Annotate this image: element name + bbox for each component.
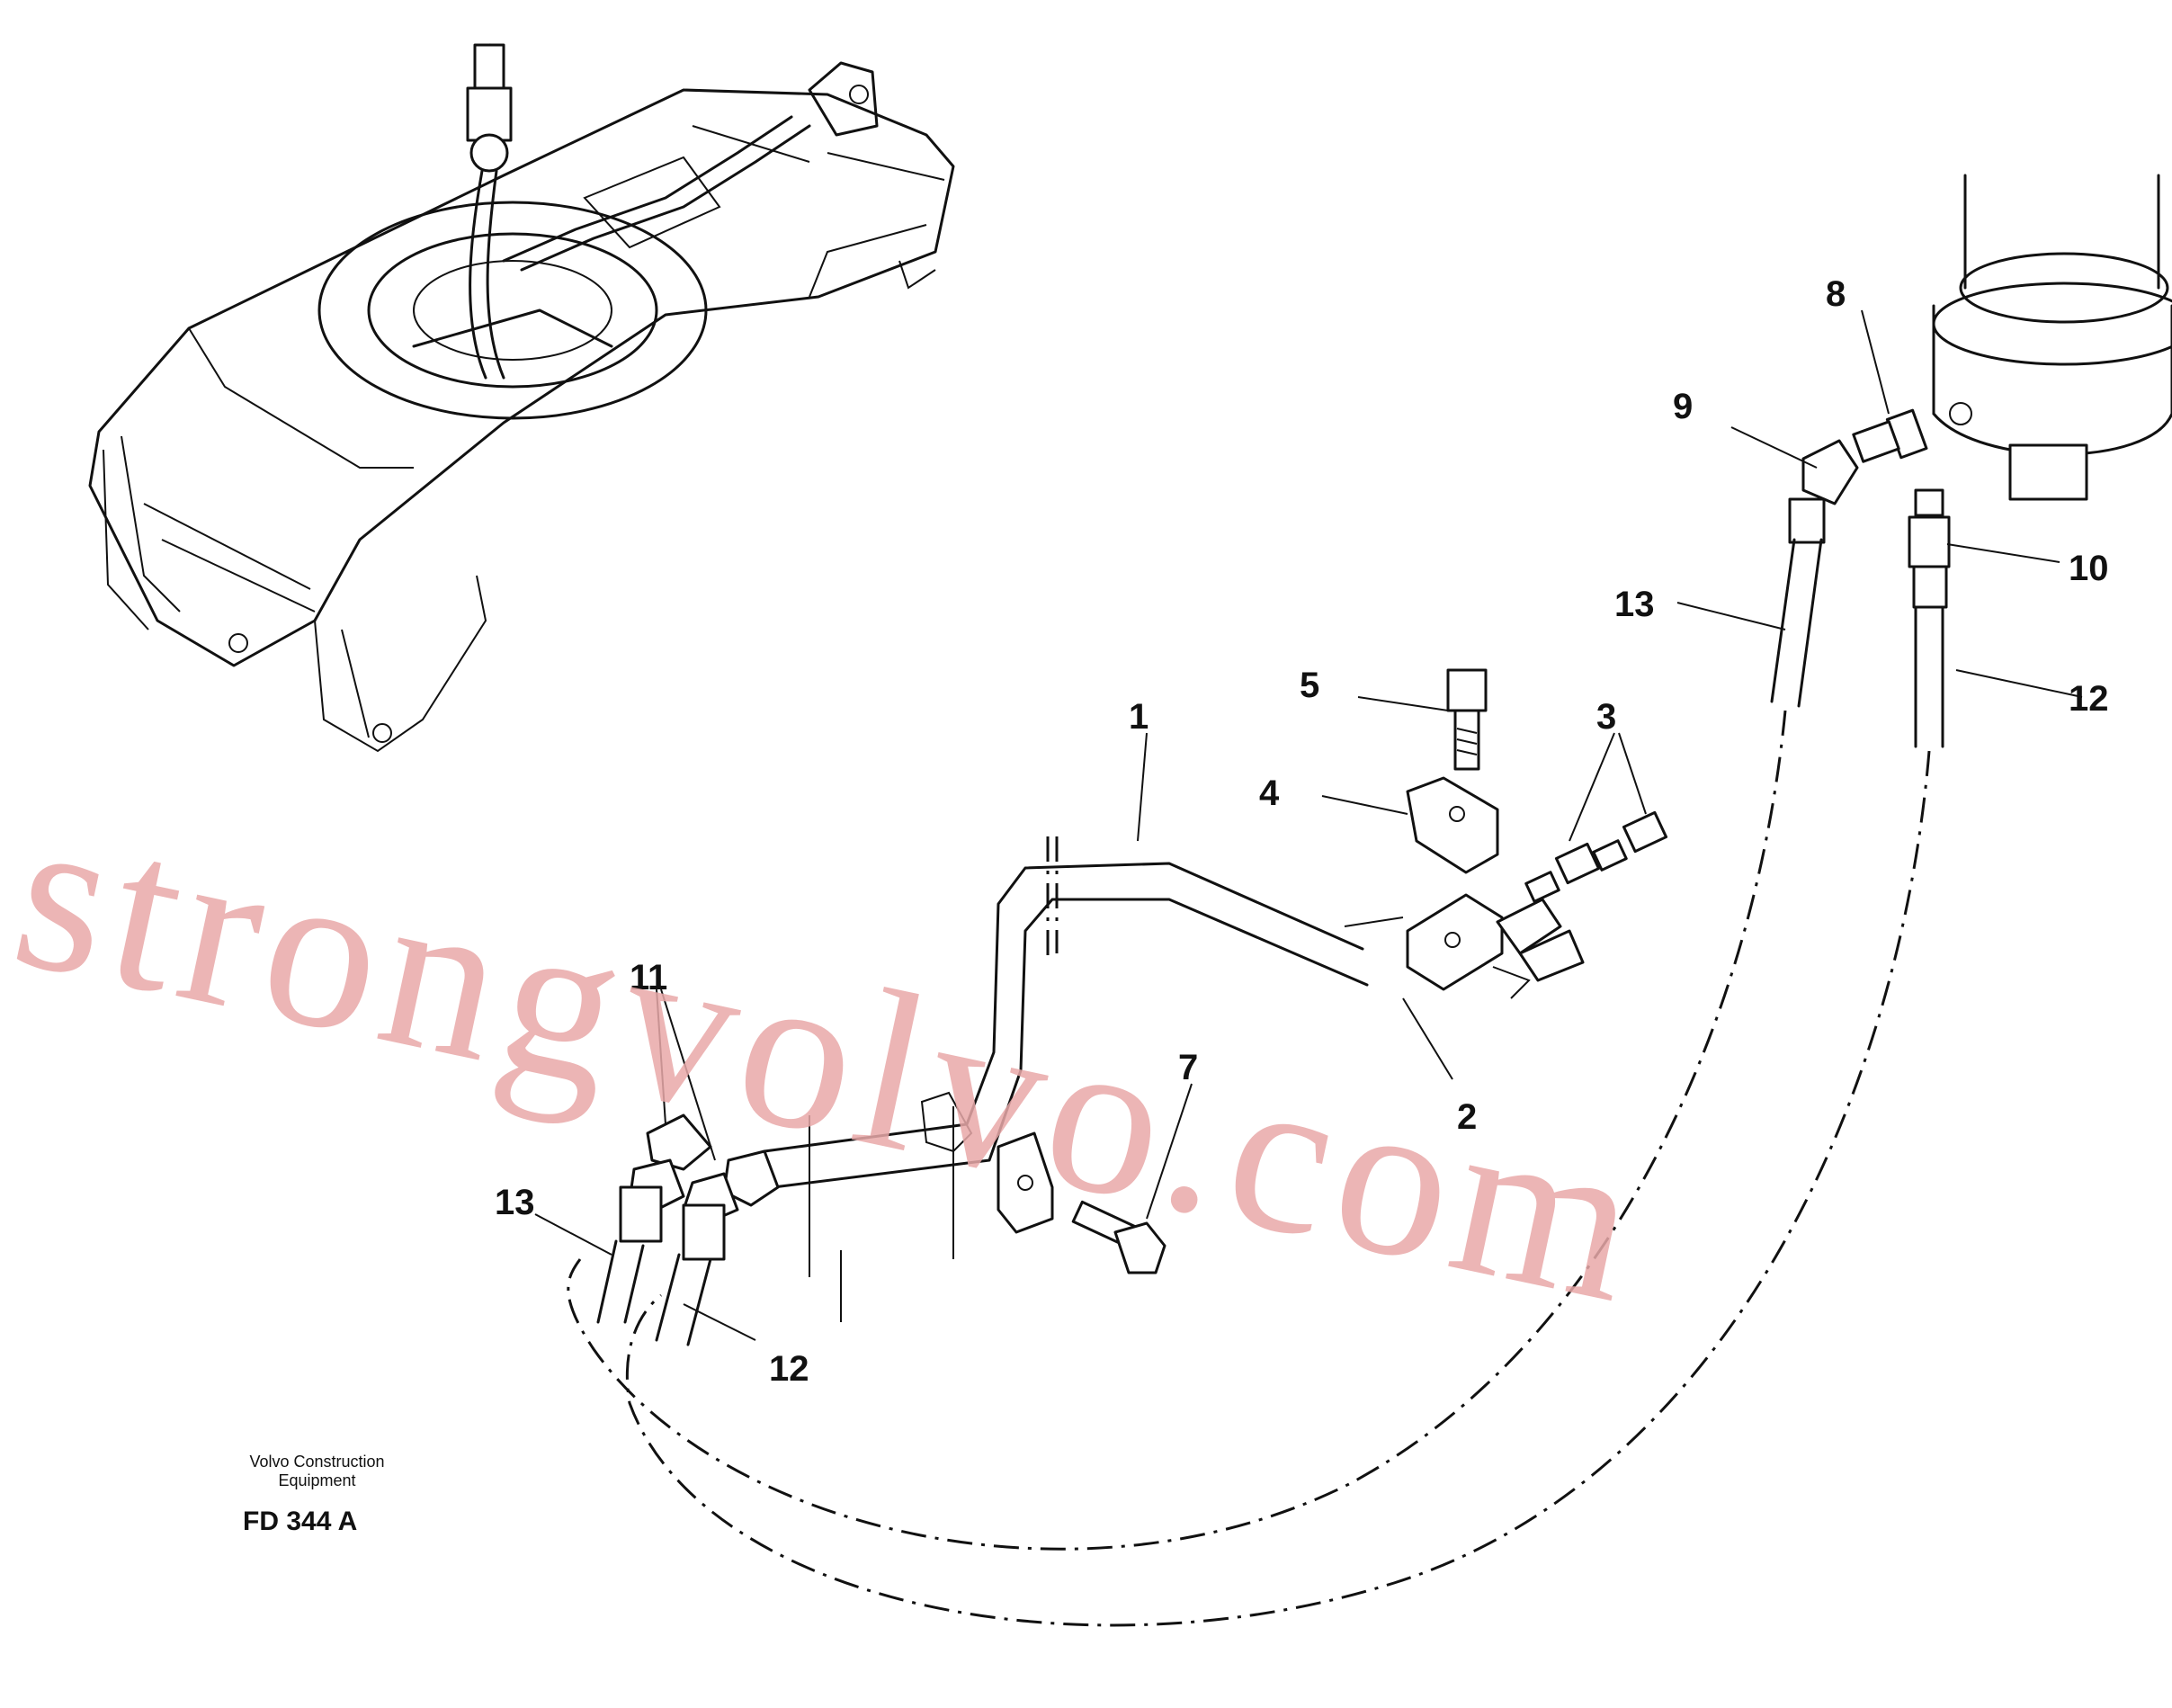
callout-3: 3 <box>1596 697 1617 737</box>
upper-frame-illustration <box>88 43 955 753</box>
tube-assembly <box>763 836 1369 1189</box>
cylinder-fittings <box>1788 408 1951 609</box>
callout-2: 2 <box>1457 1097 1478 1137</box>
callout-1: 1 <box>1129 697 1149 737</box>
brand-line-2: Equipment <box>278 1471 356 1489</box>
callout-8: 8 <box>1826 274 1846 314</box>
callout-5: 5 <box>1300 666 1320 705</box>
hoses-upper <box>567 538 1944 1627</box>
callout-11: 11 <box>630 958 668 997</box>
callout-12-lower: 12 <box>769 1349 809 1389</box>
callout-leader-lines <box>534 309 2083 1341</box>
hoses-lower <box>596 1106 954 1346</box>
callout-9: 9 <box>1673 387 1694 426</box>
brand-line-1: Volvo Construction <box>249 1453 385 1471</box>
callout-7: 7 <box>1178 1048 1199 1087</box>
callout-13-upper: 13 <box>1614 585 1655 624</box>
hydraulic-cylinder <box>1932 174 2172 501</box>
callout-12-upper: 12 <box>2069 679 2109 719</box>
callout-10: 10 <box>2069 549 2109 588</box>
figure-code: FD 344 A <box>243 1507 358 1536</box>
callout-4: 4 <box>1259 774 1280 813</box>
callout-13-lower: 13 <box>495 1183 535 1222</box>
nipples <box>1344 810 1668 999</box>
clamp-and-bolts <box>920 668 1504 1274</box>
brand-caption: Volvo Construction Equipment <box>216 1453 418 1490</box>
